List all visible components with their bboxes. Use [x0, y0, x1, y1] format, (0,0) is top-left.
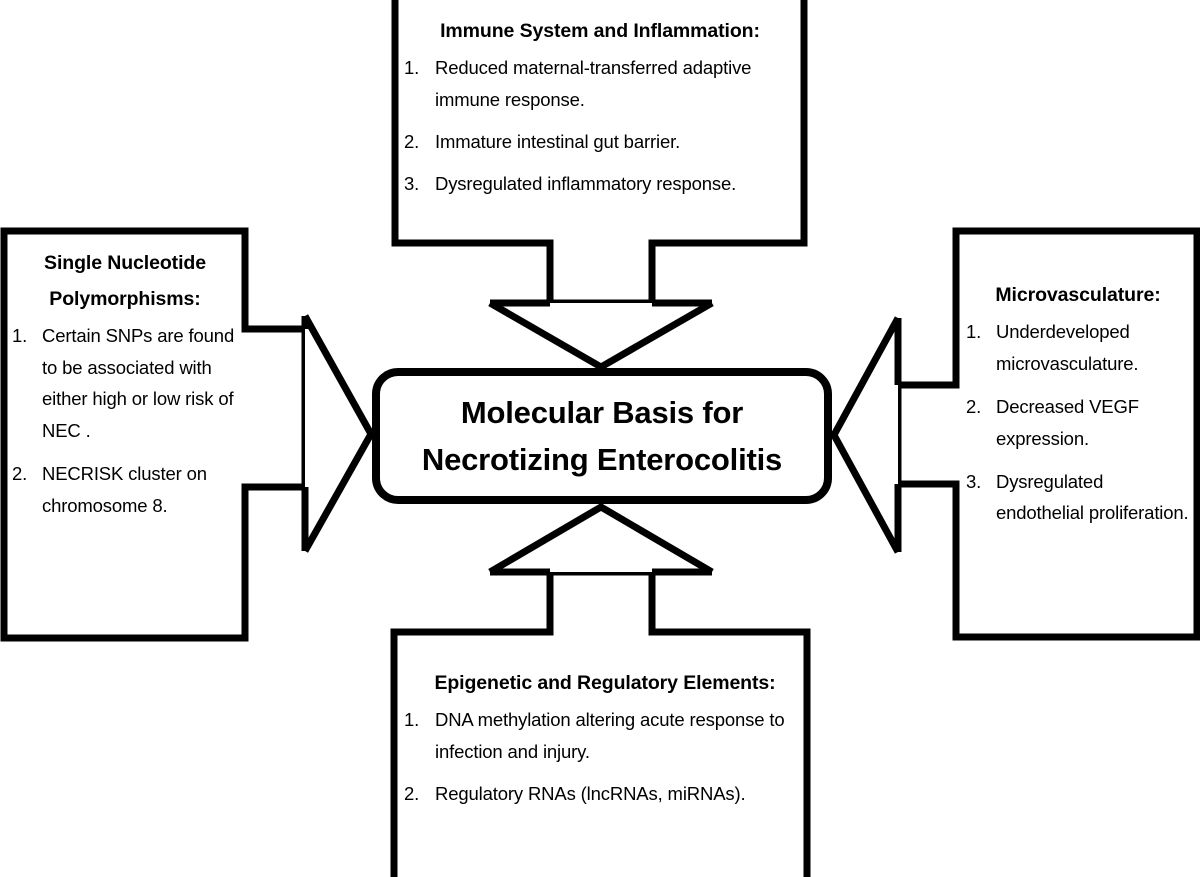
- center-box-title-line2: Necrotizing Enterocolitis: [421, 442, 783, 477]
- arrow-top-to-center: [488, 299, 714, 372]
- list-item-text: Dysregulated endothelial proliferation.: [996, 470, 1189, 524]
- list-item-text: Regulatory RNAs (lncRNAs, miRNAs).: [435, 782, 746, 804]
- list-item: 2. NECRISK cluster on chromosome 8.: [12, 458, 238, 521]
- right-box-list: 1. Underdeveloped microvasculature. 2. D…: [966, 316, 1190, 529]
- list-item: 1. Reduced maternal-transferred adaptive…: [404, 52, 796, 116]
- list-item-number: 2.: [404, 782, 420, 804]
- list-item-number: 1.: [404, 709, 420, 731]
- list-item: 1. Underdeveloped microvasculature.: [966, 316, 1190, 379]
- arrow-left-to-center: [301, 314, 376, 553]
- list-item: 2. Regulatory RNAs (lncRNAs, miRNAs).: [404, 778, 806, 810]
- left-box-title-line2: Polymorphisms:: [49, 288, 201, 311]
- top-box-title: Immune System and Inflammation:: [440, 20, 760, 42]
- list-item-number: 3.: [966, 470, 982, 492]
- right-box-content: Microvasculature: 1. Underdeveloped micr…: [966, 280, 1190, 541]
- center-box-outline: [372, 368, 832, 504]
- list-item: 2. Decreased VEGF expression.: [966, 391, 1190, 454]
- list-item-number: 2.: [966, 396, 982, 418]
- list-item: 3. Dysregulated inflammatory response.: [404, 168, 796, 200]
- left-box-title-line1: Single Nucleotide: [44, 252, 206, 274]
- list-item-number: 2.: [404, 130, 420, 152]
- list-item-text: Certain SNPs are found to be associated …: [42, 325, 235, 441]
- list-item-number: 2.: [12, 463, 28, 485]
- list-item-text: Dysregulated inflammatory response.: [435, 172, 737, 194]
- right-box-title: Microvasculature:: [995, 284, 1161, 306]
- top-box-list: 1. Reduced maternal-transferred adaptive…: [404, 52, 796, 199]
- list-item-text: Underdeveloped microvasculature.: [996, 321, 1139, 374]
- arrow-right-to-center: [830, 316, 902, 554]
- list-item: 1. Certain SNPs are found to be associat…: [12, 320, 238, 446]
- left-box-content: Single Nucleotide Polymorphisms: 1. Cert…: [12, 248, 238, 533]
- bottom-box-title: Epigenetic and Regulatory Elements:: [434, 672, 776, 694]
- list-item-text: Decreased VEGF expression.: [996, 396, 1139, 449]
- list-item: 1. DNA methylation altering acute respon…: [404, 704, 806, 768]
- list-item: 2. Immature intestinal gut barrier.: [404, 126, 796, 158]
- list-item-number: 1.: [12, 325, 28, 347]
- list-item-text: NECRISK cluster on chromosome 8.: [42, 463, 207, 516]
- list-item-number: 3.: [404, 172, 420, 194]
- arrow-bottom-to-center: [488, 502, 714, 576]
- list-item-text: DNA methylation altering acute response …: [435, 709, 785, 763]
- list-item: 3. Dysregulated endothelial proliferatio…: [966, 466, 1190, 529]
- bottom-box-list: 1. DNA methylation altering acute respon…: [404, 704, 806, 809]
- list-item-text: Immature intestinal gut barrier.: [435, 130, 681, 152]
- list-item-text: Reduced maternal-transferred adaptive im…: [435, 57, 752, 111]
- list-item-number: 1.: [404, 57, 420, 79]
- center-box-content: Molecular Basis for Necrotizing Enteroco…: [380, 376, 824, 496]
- left-box-list: 1. Certain SNPs are found to be associat…: [12, 320, 238, 521]
- list-item-number: 1.: [966, 321, 982, 343]
- top-box-content: Immune System and Inflammation: 1. Reduc…: [404, 16, 796, 199]
- bottom-box-content: Epigenetic and Regulatory Elements: 1. D…: [404, 668, 806, 810]
- center-box-title-line1: Molecular Basis for: [460, 394, 744, 430]
